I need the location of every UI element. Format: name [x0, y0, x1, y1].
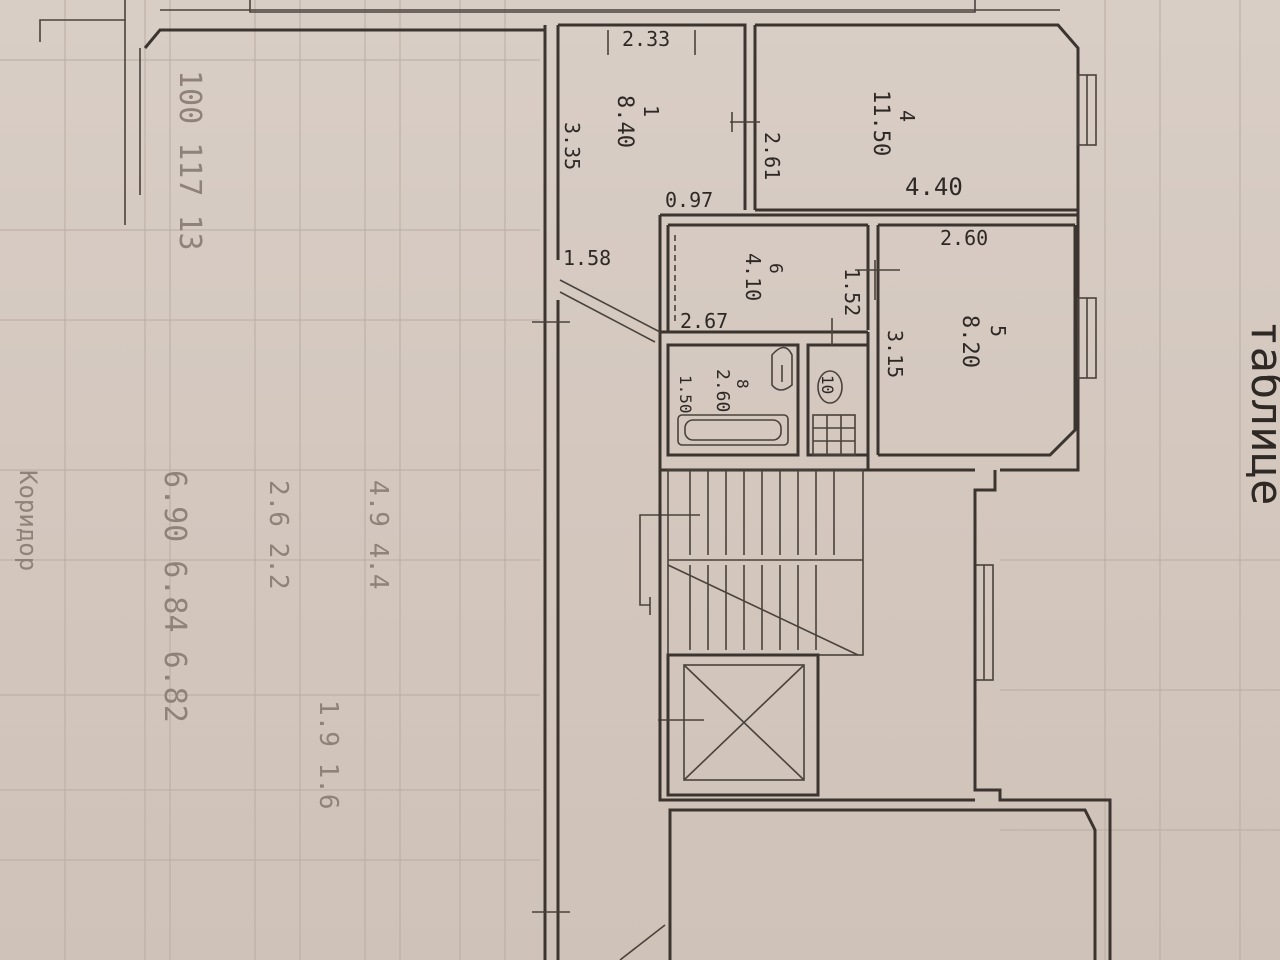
- room-6-number: 6: [765, 263, 786, 274]
- dim-2-67: 2.67: [680, 309, 728, 333]
- dim-1-58: 1.58: [563, 246, 611, 270]
- room-4-number: 4: [895, 110, 919, 122]
- faded-table-annotations: 100 117 13 6.90 6.84 6.82 2.6 2.2 4.9 4.…: [14, 70, 393, 810]
- elevator-shaft: [658, 653, 820, 797]
- svg-text:1.9 1.6: 1.9 1.6: [313, 700, 343, 810]
- room-5-number: 5: [986, 325, 1010, 337]
- room-6-label: 6 4.10: [741, 253, 786, 301]
- top-walls: [39, 0, 1060, 225]
- dim-1-50: 1.50: [676, 375, 695, 414]
- room-5-label: 5 8.20: [957, 315, 1010, 368]
- dim-3-35: 3.35: [560, 122, 584, 170]
- dim-0-97: 0.97: [665, 188, 713, 212]
- room-10-number: 10: [818, 375, 837, 394]
- svg-text:2.6 2.2: 2.6 2.2: [263, 480, 293, 590]
- apartment-outline: [558, 23, 1080, 472]
- room-1-number: 1: [639, 105, 663, 117]
- room-8-area: 2.60: [712, 369, 733, 412]
- wc: [806, 343, 870, 457]
- room-8-label: 8 2.60: [712, 369, 752, 412]
- dim-2-60: 2.60: [940, 226, 988, 250]
- room-1-area: 8.40: [612, 95, 637, 148]
- dim-3-15: 3.15: [883, 330, 907, 378]
- dim-2-33: 2.33: [622, 27, 670, 51]
- room-10-label: 10: [818, 375, 837, 394]
- room-4-label: 4 11.50: [868, 90, 919, 156]
- room-4-area: 11.50: [868, 90, 893, 156]
- svg-text:Коридор: Коридор: [14, 470, 42, 571]
- room-1-label: 1 8.40: [612, 95, 663, 148]
- dim-2-61: 2.61: [760, 132, 784, 180]
- room-8-number: 8: [733, 379, 752, 389]
- corridor-walls: [532, 25, 570, 960]
- svg-text:4.9 4.4: 4.9 4.4: [363, 480, 393, 590]
- svg-text:100 117 13: 100 117 13: [172, 70, 207, 251]
- dim-1-52: 1.52: [840, 268, 864, 316]
- bathroom: [666, 343, 800, 457]
- dim-4-40: 4.40: [905, 173, 963, 201]
- room-6-area: 4.10: [741, 253, 765, 301]
- lower-walls: [619, 470, 1112, 960]
- room-5-area: 8.20: [957, 315, 982, 368]
- margin-script-text: таблице: [1241, 320, 1280, 505]
- svg-text:6.90 6.84 6.82: 6.90 6.84 6.82: [157, 470, 192, 723]
- door-markers: [674, 112, 900, 345]
- staircase: [639, 469, 864, 656]
